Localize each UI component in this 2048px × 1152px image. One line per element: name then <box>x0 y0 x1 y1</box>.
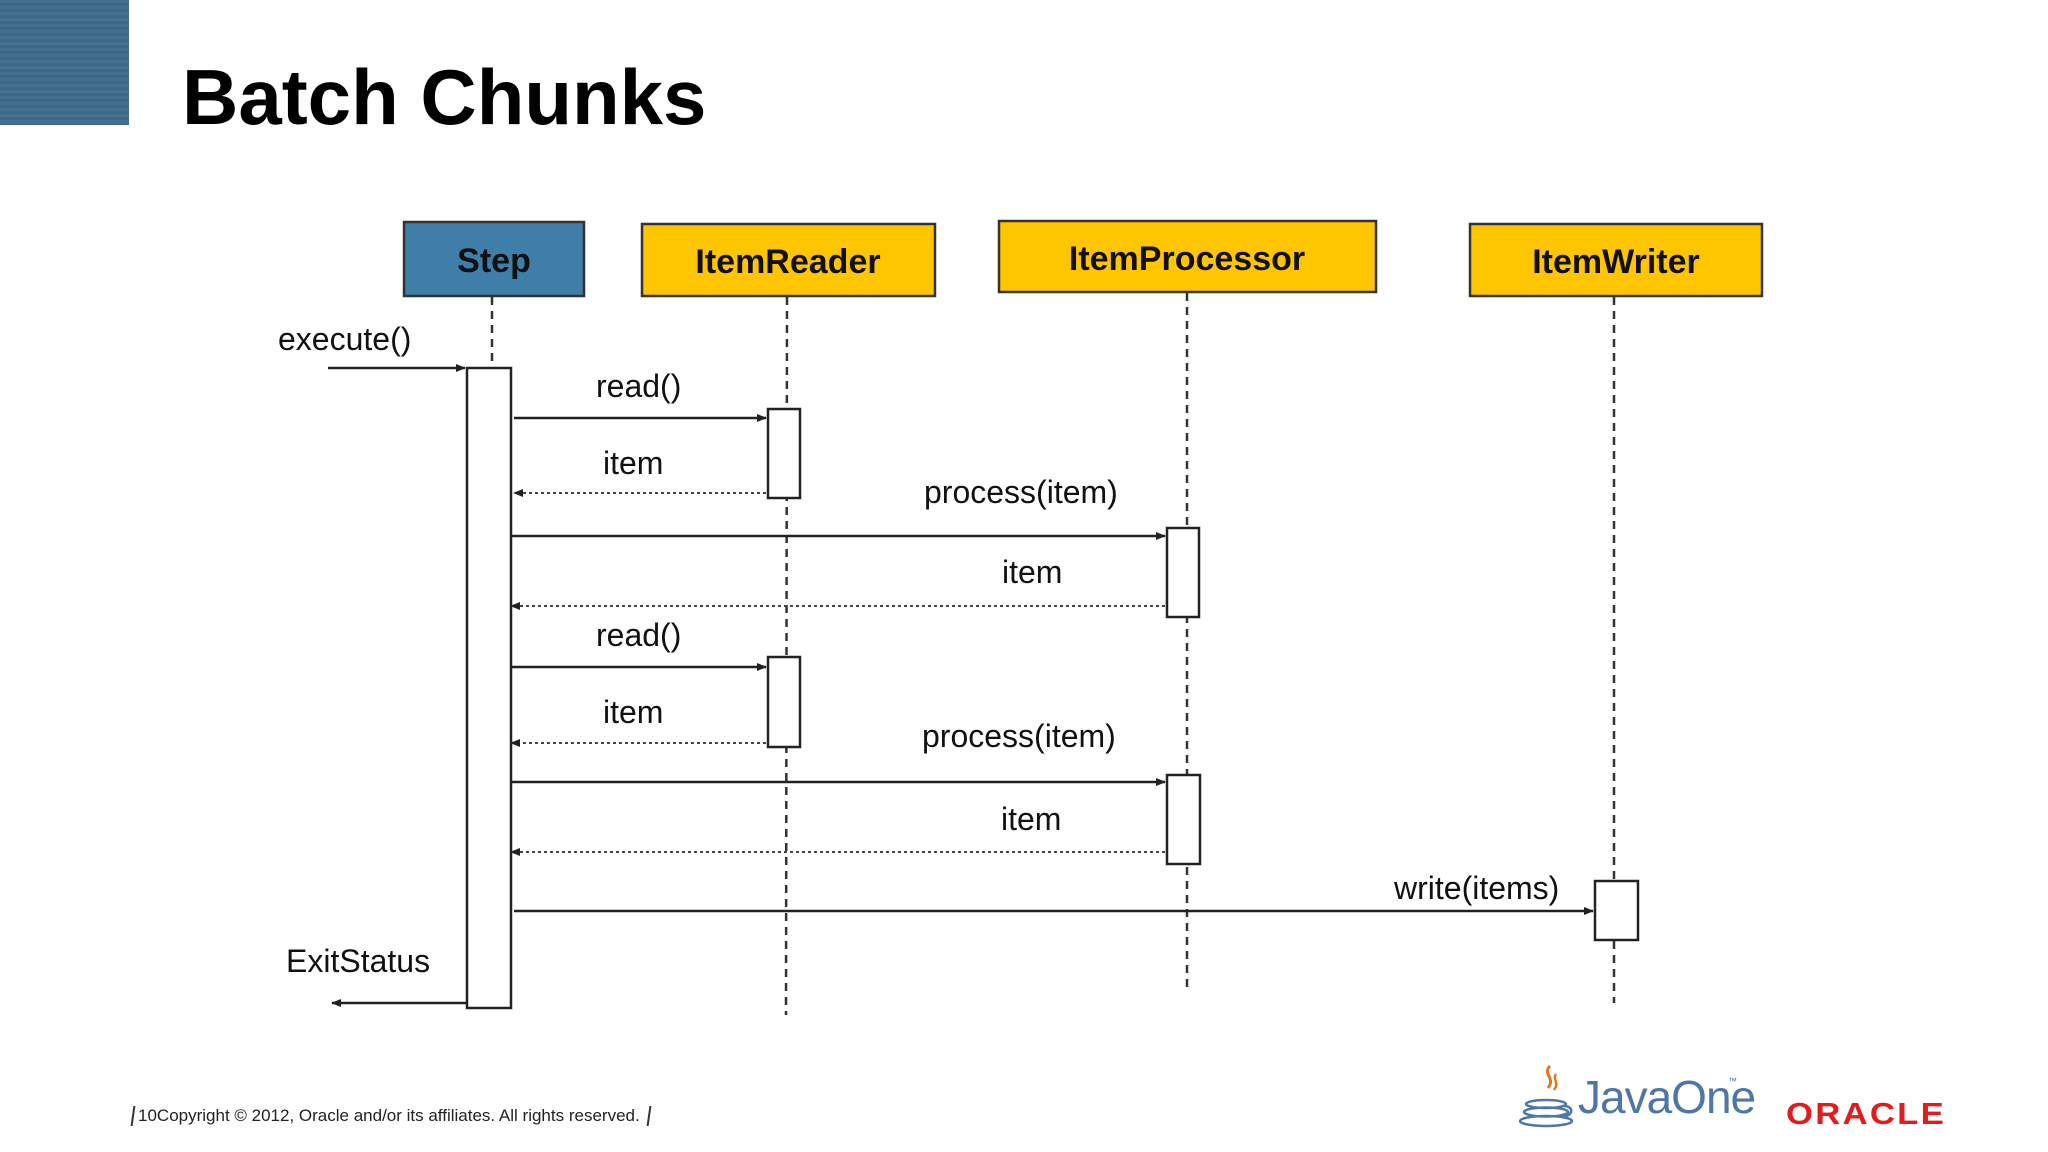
participant-item-writer: ItemWriter <box>1468 222 1764 298</box>
oracle-logo: ORACLE <box>1786 1096 1947 1131</box>
footer-divider-left <box>130 1106 136 1126</box>
activation-writer <box>1593 879 1640 942</box>
participant-item-reader: ItemReader <box>640 222 937 298</box>
message-label-read-1: read() <box>596 368 681 404</box>
slide-footer: 10 Copyright © 2012, Oracle and/or its a… <box>130 1104 652 1128</box>
message-label-process-1: process(item) <box>924 474 1118 510</box>
participant-label-item-processor: ItemProcessor <box>1069 240 1305 278</box>
corner-decoration <box>0 0 129 125</box>
javaone-trademark: ™ <box>1728 1076 1737 1086</box>
message-label-execute: execute() <box>278 321 411 357</box>
activation-step <box>465 366 513 1010</box>
javaone-logo: JavaOne ™ <box>1516 1060 1756 1134</box>
slide-title: Batch Chunks <box>182 53 707 141</box>
message-label-exit-status: ExitStatus <box>286 943 430 979</box>
message-label-item-1: item <box>603 445 663 481</box>
javaone-wordmark: JavaOne <box>1578 1071 1756 1123</box>
message-label-item-3: item <box>603 694 663 730</box>
copyright-text: Copyright © 2012, Oracle and/or its affi… <box>156 1106 640 1125</box>
message-label-read-2: read() <box>596 617 681 653</box>
activation-processor-1 <box>1165 526 1201 619</box>
participant-item-processor: ItemProcessor <box>997 219 1378 294</box>
participant-label-item-reader: ItemReader <box>695 243 880 281</box>
java-cup-icon <box>1518 1064 1574 1128</box>
message-label-item-4: item <box>1001 801 1061 837</box>
activation-reader-1 <box>766 407 802 500</box>
activation-processor-2 <box>1165 773 1202 866</box>
message-label-item-2: item <box>1002 554 1062 590</box>
participant-step: Step <box>402 220 586 298</box>
message-label-process-2: process(item) <box>922 718 1116 754</box>
activation-reader-2 <box>766 655 802 749</box>
page-number: 10 <box>138 1106 157 1125</box>
participant-label-step: Step <box>457 242 531 280</box>
message-label-write: write(items) <box>1393 870 1559 906</box>
participant-label-item-writer: ItemWriter <box>1532 243 1700 281</box>
